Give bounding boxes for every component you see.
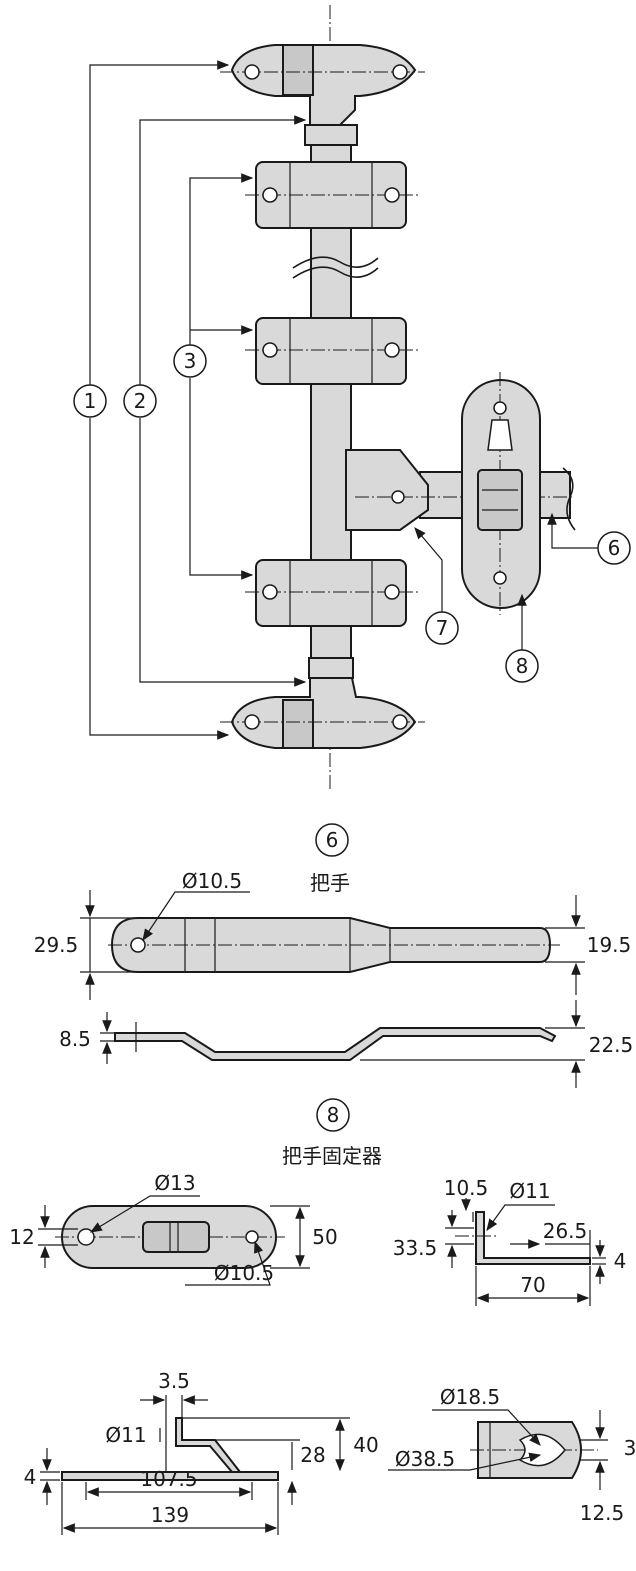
break-mark-bottom [292, 266, 379, 279]
rod-bracket-1 [245, 161, 420, 229]
base-hole-dim: Ø11 [105, 1423, 146, 1447]
leader-3-top [189, 173, 254, 345]
base-h40-dim: 40 [353, 1433, 378, 1457]
leader-6 [547, 512, 598, 549]
keeper-side-offset-dim: 26.5 [543, 1219, 588, 1243]
base-plate-dim: 4 [24, 1465, 37, 1489]
svg-text:8: 8 [516, 654, 529, 678]
handle-detail: 6 把手 Ø10.5 29.5 19.5 8.5 [34, 823, 634, 1088]
leader-3-bottom [189, 378, 254, 580]
handle-title: 把手 [310, 871, 350, 895]
svg-text:3: 3 [184, 349, 197, 373]
keeper-number: 8 [327, 1103, 340, 1127]
base-w107-dim: 107.5 [140, 1467, 197, 1491]
callout-7: 7 [425, 611, 459, 645]
keeper-height-dim: 50 [312, 1225, 337, 1249]
callout-8: 8 [505, 649, 539, 683]
keeper-detail: 8 把手固定器 Ø13 Ø10.5 12 50 10.5 [9, 1098, 627, 1306]
base-h28-dim: 28 [300, 1443, 325, 1467]
base-bent-tab [175, 1417, 243, 1473]
svg-text:6: 6 [608, 536, 621, 560]
keeper-big-hole-dim: Ø13 [154, 1171, 195, 1195]
handle-width-right-dim: 19.5 [587, 933, 632, 957]
svg-text:1: 1 [84, 389, 97, 413]
keeper-small-hole-dim: Ø10.5 [214, 1261, 274, 1285]
handle-width-left-dim: 29.5 [34, 933, 79, 957]
leader-7 [414, 527, 443, 612]
cam-small-hole-dim: Ø18.5 [440, 1385, 500, 1409]
callout-1: 1 [73, 384, 107, 418]
callout-6: 6 [597, 531, 631, 565]
handle-number-bubble [315, 823, 349, 857]
handle-keeper [461, 372, 541, 615]
keeper-number-bubble [316, 1098, 350, 1132]
base-plate [61, 1471, 279, 1481]
keeper-side-height-dim: 33.5 [393, 1236, 438, 1260]
callout-2: 2 [123, 384, 157, 418]
handle-side-view [114, 1027, 557, 1061]
rod-bracket-3 [245, 559, 420, 627]
svg-text:7: 7 [436, 616, 449, 640]
leader-1-top [89, 60, 230, 385]
keeper-side-hole-dim: Ø11 [509, 1179, 550, 1203]
top-cam [220, 44, 425, 146]
handle-rise-dim: 22.5 [589, 1033, 634, 1057]
keeper-side-length-dim: 70 [520, 1273, 545, 1297]
bottom-cam [220, 657, 425, 749]
callout-3: 3 [173, 344, 207, 378]
keeper-side-plate-dim: 4 [614, 1249, 627, 1273]
cam-width-dim: 12.5 [580, 1501, 625, 1525]
leader-2-bottom [139, 418, 307, 687]
leader-1-bottom [89, 418, 230, 740]
base-w139-dim: 139 [151, 1503, 189, 1527]
keeper-width-left-dim: 12 [9, 1225, 34, 1249]
base-detail: 3.5 Ø11 4 28 40 107.5 139 [24, 1369, 379, 1535]
keeper-side-thickness-dim: 10.5 [444, 1176, 489, 1200]
handle-thickness-dim: 8.5 [59, 1027, 91, 1051]
leader-2-top [139, 115, 307, 385]
rod-bracket-2 [245, 317, 420, 385]
cam-big-hole-dim: Ø38.5 [395, 1447, 455, 1471]
cam-cutoff-dim: 3 [624, 1436, 636, 1460]
handle-hole-dim: Ø10.5 [182, 869, 242, 893]
cam-detail: Ø18.5 Ø38.5 12.5 3 [388, 1385, 636, 1525]
handle-number: 6 [326, 828, 339, 852]
main-assembly: 1 2 3 6 7 8 [73, 5, 631, 790]
keeper-title: 把手固定器 [282, 1144, 382, 1168]
base-gap-dim: 3.5 [158, 1369, 190, 1393]
break-mark-top [292, 256, 379, 269]
svg-text:2: 2 [134, 389, 147, 413]
